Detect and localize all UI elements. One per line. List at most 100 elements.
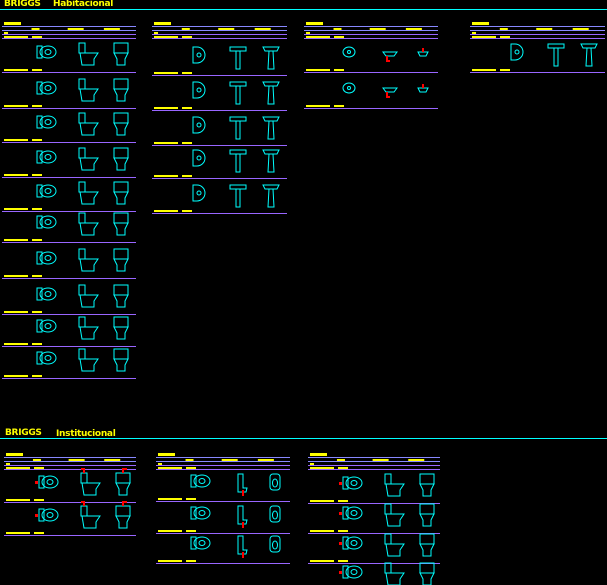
panel-header-label [310,453,327,456]
valve [339,512,342,515]
toilet-side-icon [113,78,129,102]
toilet-flush-side-icon [115,501,131,529]
lavatory-side-icon [262,116,280,140]
pedestal [267,188,275,208]
pedestal [267,153,275,173]
column-header [405,28,422,30]
lavatory-front-icon [229,81,247,105]
flush-valve [122,468,127,473]
tank [113,112,129,124]
toilet-tank-plan-icon [339,506,363,520]
toilet-plan-icon [36,45,57,59]
pedestal [267,120,275,140]
row-label [310,530,334,532]
column-header [408,459,425,461]
bowl [79,358,99,372]
seat [44,219,52,225]
tank [115,472,131,484]
tank [36,115,43,129]
row-code [186,530,196,532]
panel-header-label [6,453,23,456]
lavatory-wall-front-icon [547,43,565,67]
tank [419,562,435,574]
column-header [67,28,84,30]
row-code [500,69,510,71]
row-code [32,174,42,176]
column-header [336,459,345,461]
tank [113,42,129,54]
tank [36,45,43,59]
panel-urinal [156,453,290,564]
column-header [372,459,389,461]
column-header [254,28,271,30]
toilet-flush-plan-icon [35,475,59,489]
pedestal [585,47,593,67]
row-code [182,72,192,74]
row-header [472,32,476,34]
tank [113,212,129,224]
toilet-front-icon [78,42,99,66]
fixture-row [2,284,136,315]
bowl [39,81,57,95]
row-label [306,105,330,107]
pedestal [553,48,559,67]
row-label [4,174,28,176]
column-header [68,459,85,461]
toilet-plan-icon [36,81,57,95]
bowl [345,536,363,550]
row-code [338,560,348,562]
row-header [338,467,348,469]
toilet-side-icon [113,181,129,205]
fixture-row [4,501,136,536]
column-header [572,28,589,30]
tank [190,474,197,488]
bowl [342,82,356,94]
valve [35,514,38,517]
tank [190,536,197,550]
row-label [154,107,178,109]
bowl [345,506,363,520]
toilet-side-icon [113,316,129,340]
row-code [182,175,192,177]
tank [78,42,86,54]
row-label [306,69,330,71]
bowl [272,478,278,488]
bidet-front-icon [382,87,398,98]
bowl [417,87,429,93]
basin-outline [510,43,524,61]
tank [419,533,435,545]
tank [384,503,392,515]
row-header [6,467,30,469]
fixture-row [156,473,290,502]
toilet-flush-side-icon [115,468,131,496]
toilet-tank-front-icon [384,562,405,585]
row-code [338,530,348,532]
row-label [4,343,28,345]
toilet-tank-front-icon [384,473,405,497]
toilet-tank-side-icon [419,562,435,585]
row-code [32,69,42,71]
panel-lavatory [152,22,287,214]
fixture-row [470,43,605,73]
row-code [32,105,42,107]
toilet-side-icon [113,147,129,171]
seat [350,480,358,486]
bidet-plan-icon [342,46,356,58]
bowl [39,45,57,59]
lavatory-wall-plan-icon [510,43,524,61]
row-header [306,36,330,38]
tank [78,212,86,224]
pedestal [235,51,241,70]
bowl [272,540,278,550]
basin [229,149,247,155]
fixture-row [2,348,136,379]
tank [342,536,349,550]
bowl [41,475,59,489]
row-label [310,500,334,502]
toilet-side-icon [113,284,129,308]
tank [38,508,45,522]
row-header [182,36,192,38]
toilet-front-icon [78,284,99,308]
fixture-row [2,212,136,243]
tank [113,316,129,328]
